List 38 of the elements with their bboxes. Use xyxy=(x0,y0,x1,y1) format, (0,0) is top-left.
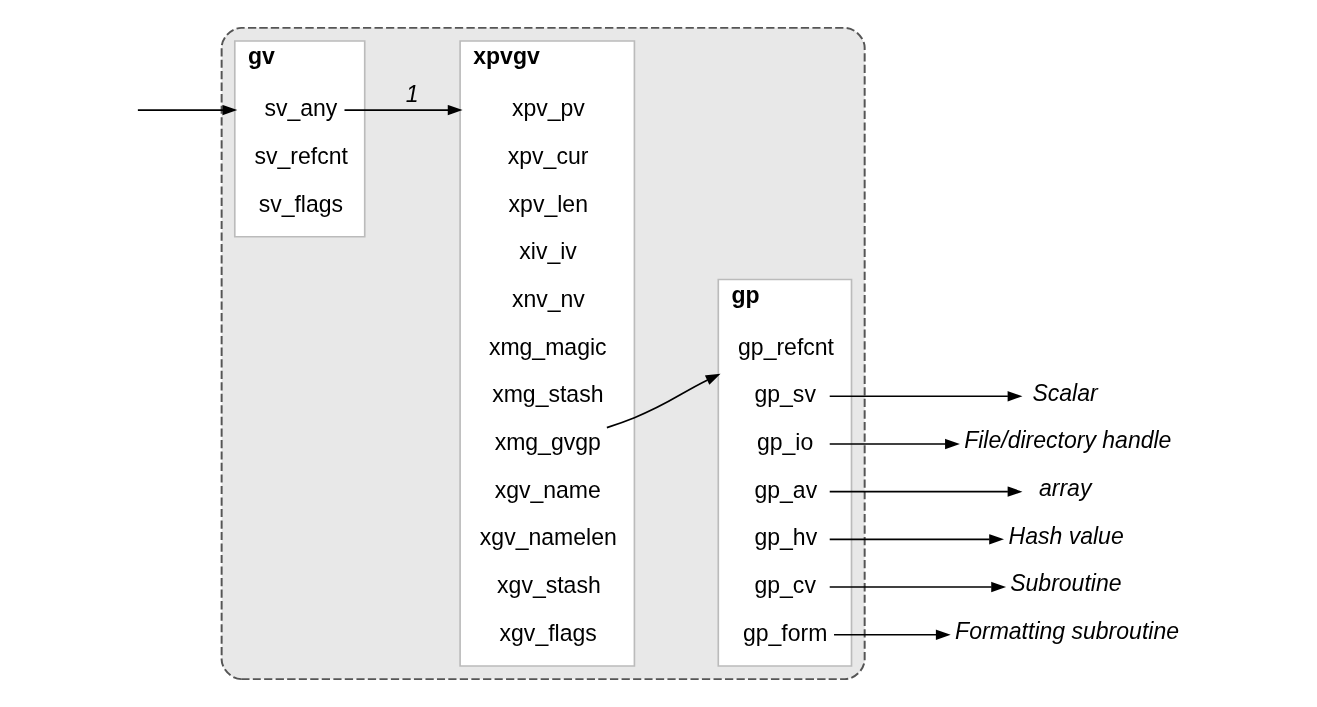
node-text: sv_any xyxy=(264,95,338,122)
arrow xyxy=(343,104,463,116)
node-text: xgv_namelen xyxy=(479,524,617,551)
arrow xyxy=(828,581,1007,593)
node-text: xgv_stash xyxy=(497,572,601,599)
node-text: gp_cv xyxy=(754,572,816,599)
node-text: xgv_flags xyxy=(499,619,597,646)
arrow xyxy=(828,486,1023,497)
node-text: gp_form xyxy=(742,619,828,646)
node-text: xpv_pv xyxy=(511,95,585,122)
node-text: array xyxy=(1038,475,1092,502)
node-text: gp_av xyxy=(754,476,818,503)
edge-label: 1 xyxy=(405,81,419,108)
node-text: xmg_stash xyxy=(492,381,604,408)
node-text: Scalar xyxy=(1032,379,1098,406)
node-text: xnv_nv xyxy=(511,285,585,312)
node-text: xmg_gvgp xyxy=(494,429,601,456)
node-text: Hash value xyxy=(1008,522,1124,549)
node-text: gp_io xyxy=(756,429,814,456)
node-text: xpv_cur xyxy=(507,142,589,169)
node-text: sv_flags xyxy=(258,190,344,217)
node-text: gp_sv xyxy=(754,381,816,408)
node-text: sv_refcnt xyxy=(254,142,348,169)
arrow xyxy=(828,391,1023,402)
node-text: File/directory handle xyxy=(964,427,1172,454)
arrow xyxy=(828,438,960,450)
node-text: Subroutine xyxy=(1010,570,1122,597)
arrow xyxy=(137,104,238,116)
arrow xyxy=(606,373,721,429)
node-text: Formatting subroutine xyxy=(955,618,1179,645)
arrow xyxy=(828,534,1004,545)
node-text: gp_hv xyxy=(754,524,818,551)
node-text: xgv_name xyxy=(494,476,601,503)
node-text: xiv_iv xyxy=(519,238,577,265)
arrow xyxy=(833,629,951,640)
node-text: xmg_magic xyxy=(488,333,607,360)
node-text: xpv_len xyxy=(508,190,588,217)
node-text: gp_refcnt xyxy=(738,333,834,360)
